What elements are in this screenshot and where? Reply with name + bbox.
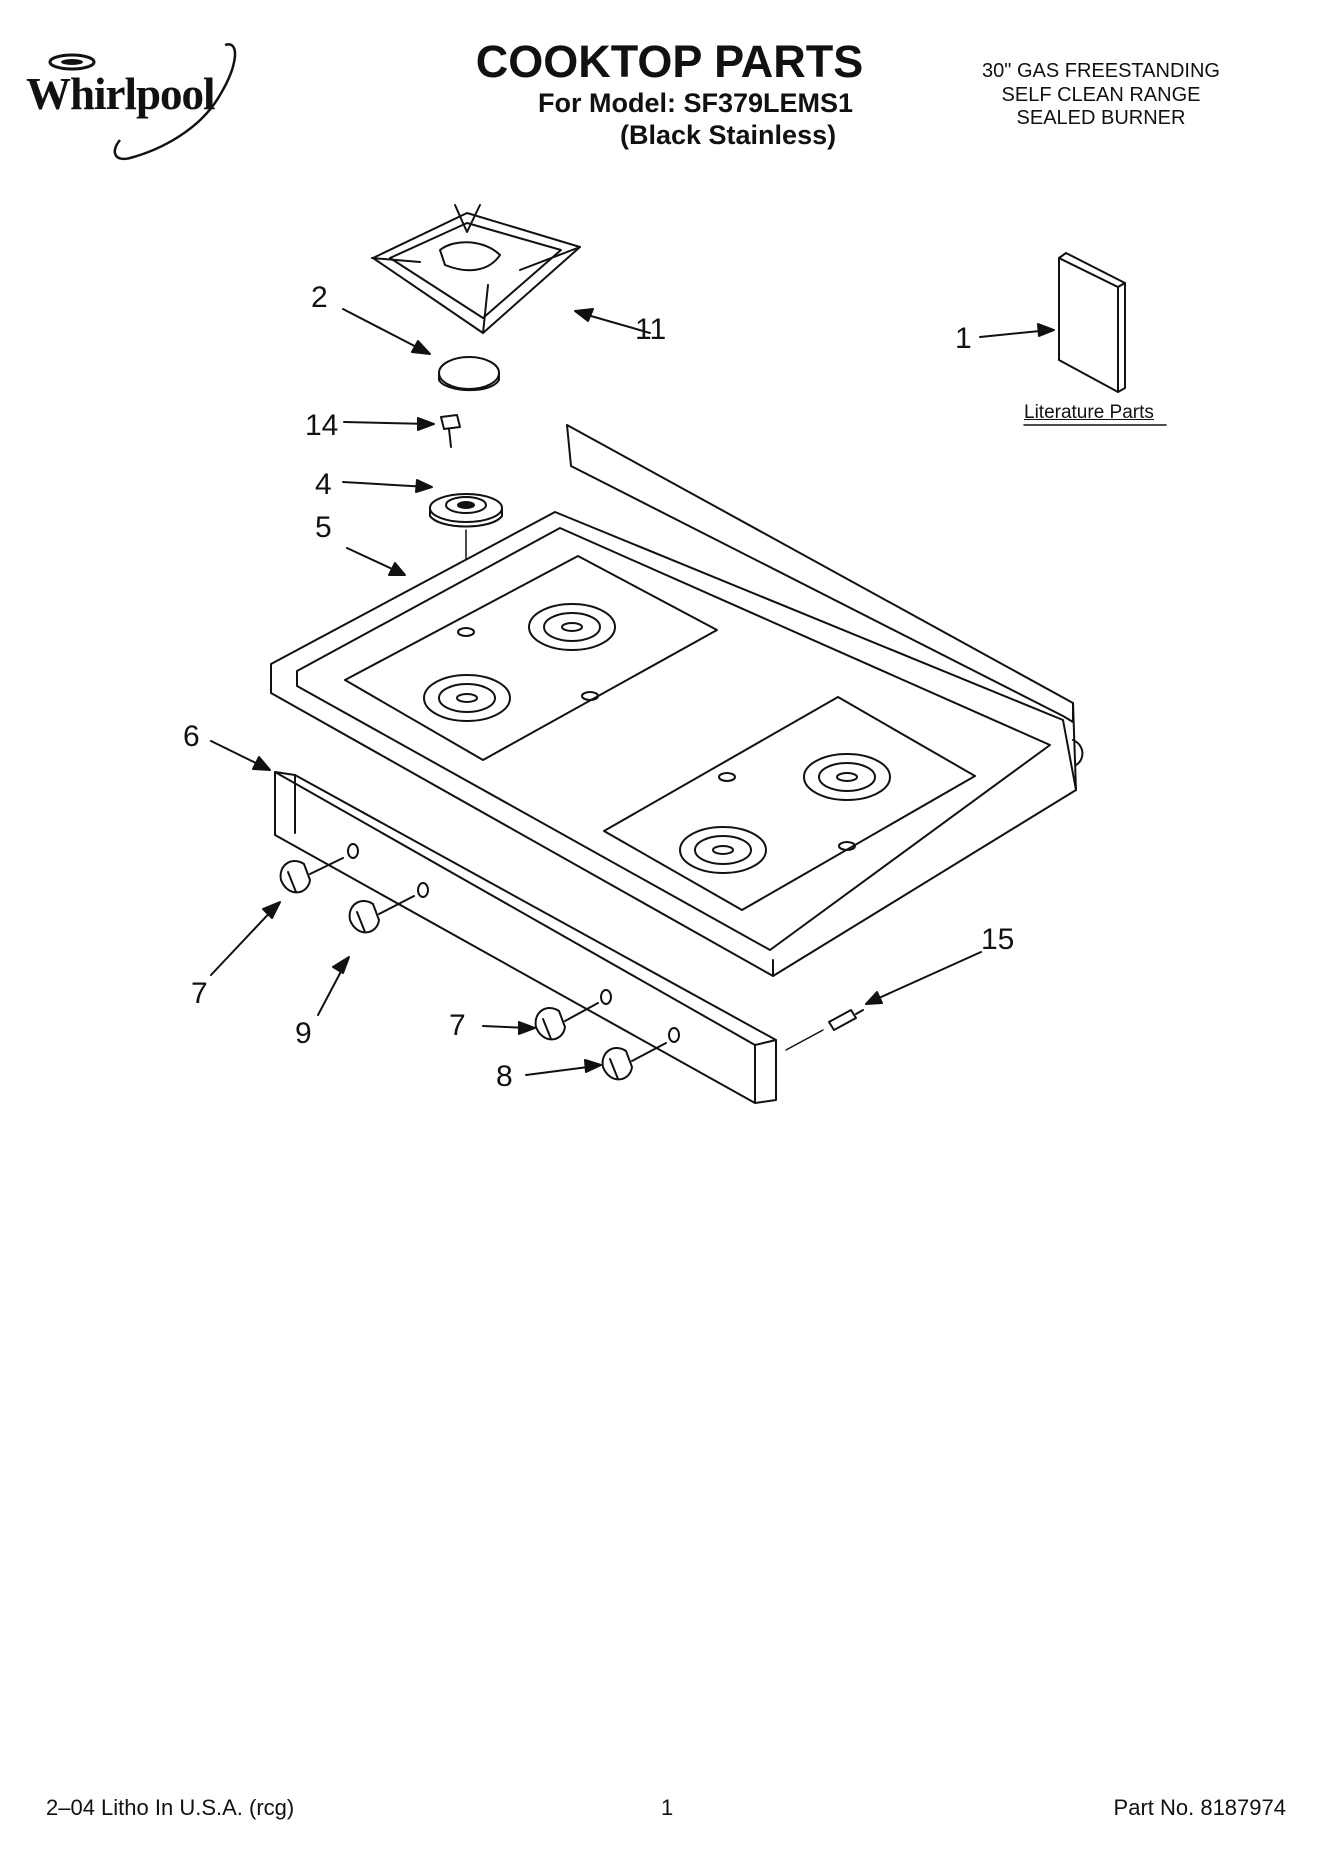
callout-7: 7 <box>191 977 208 1010</box>
logo-swoosh <box>20 40 260 170</box>
knob <box>483 1003 598 1039</box>
brand-logo <box>20 40 260 170</box>
callout-8: 8 <box>496 1060 513 1093</box>
callout-14: 14 <box>305 409 339 442</box>
callout-5: 5 <box>315 511 332 544</box>
callout-9: 9 <box>295 1017 312 1050</box>
model-number: For Model: SF379LEMS1 <box>538 88 854 118</box>
callout-2: 2 <box>311 281 328 314</box>
control-panel <box>211 741 776 1103</box>
page-title: COOKTOP PARTS <box>475 36 864 87</box>
literature-booklet <box>980 253 1166 425</box>
literature-parts-label: Literature Parts <box>1024 402 1154 423</box>
callout-7: 7 <box>449 1009 466 1042</box>
callout-6: 6 <box>183 720 200 753</box>
cooktop <box>271 425 1082 976</box>
spec-line: 30" GAS FREESTANDING <box>982 60 1220 82</box>
knob <box>526 1043 666 1079</box>
callout-11: 11 <box>635 313 667 346</box>
bolt <box>786 952 981 1050</box>
litho-note: 2–04 Litho In U.S.A. (rcg) <box>46 1795 295 1820</box>
burner-screw <box>344 415 460 447</box>
part-number: Part No. 8187974 <box>1113 1795 1286 1820</box>
burner-grate <box>372 205 650 333</box>
page-number: 1 <box>661 1795 674 1820</box>
knob <box>318 896 414 1015</box>
knob <box>211 858 343 975</box>
spec-line: SELF CLEAN RANGE <box>1001 84 1201 106</box>
brand-name: Whirlpool <box>26 69 216 119</box>
finish-label: (Black Stainless) <box>620 120 837 150</box>
burner-base <box>343 480 502 690</box>
burner-cap <box>343 309 499 390</box>
callout-1: 1 <box>955 322 972 355</box>
spec-line: SEALED BURNER <box>1016 107 1186 129</box>
callout-15: 15 <box>981 923 1015 956</box>
callout-4: 4 <box>315 468 332 501</box>
